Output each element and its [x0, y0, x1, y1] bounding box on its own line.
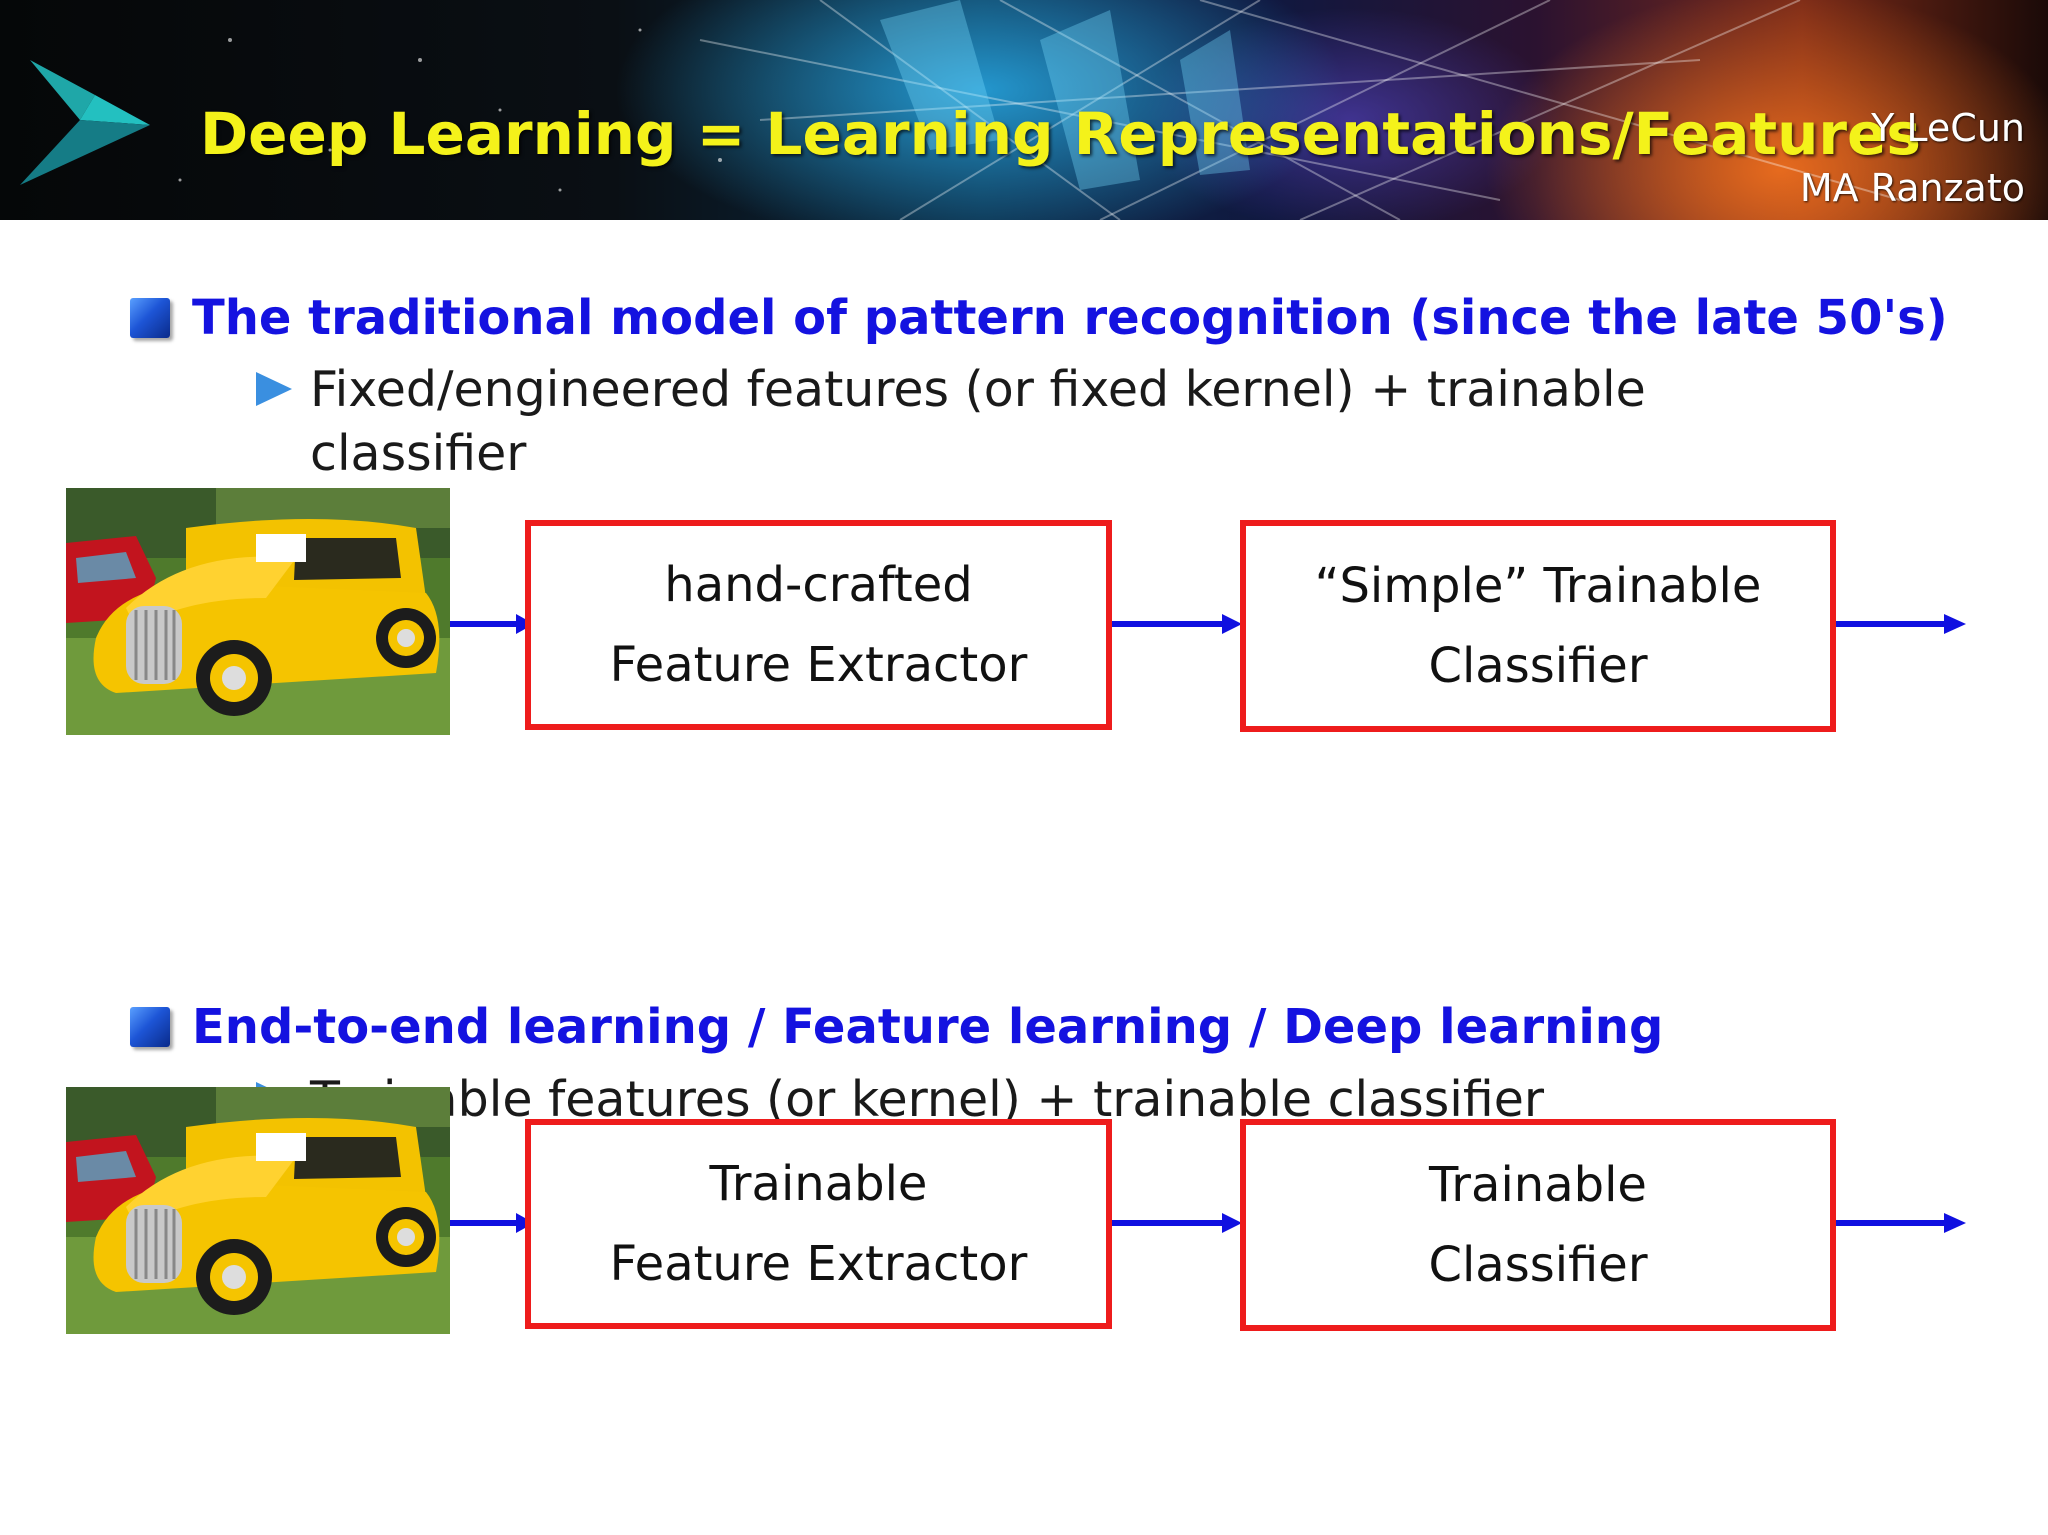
feature-extractor-box: Trainable Feature Extractor — [525, 1119, 1112, 1329]
slide-title: Deep Learning = Learning Representations… — [200, 100, 1700, 168]
bullet-square-icon — [130, 1007, 170, 1047]
arrow-right-icon — [450, 1211, 534, 1235]
bullet-triangle-icon — [256, 372, 292, 406]
box-label: “Simple” Trainable — [1315, 546, 1762, 626]
box-label: hand-crafted — [664, 545, 972, 625]
box-label: Trainable — [1429, 1145, 1647, 1225]
arrow-right-icon — [1836, 612, 1966, 636]
box-label: Feature Extractor — [610, 1224, 1028, 1304]
box-label: Classifier — [1428, 1225, 1647, 1305]
header-banner: Deep Learning = Learning Representations… — [0, 0, 2048, 220]
box-label: Feature Extractor — [610, 625, 1028, 705]
arrow-right-icon — [1836, 1211, 1966, 1235]
car-photo — [66, 1087, 450, 1334]
bullet-square-icon — [130, 298, 170, 338]
box-label: Classifier — [1428, 626, 1647, 706]
author-name: MA Ranzato — [1800, 166, 2025, 210]
box-label: Trainable — [710, 1144, 928, 1224]
section-heading: End-to-end learning / Feature learning /… — [192, 999, 1663, 1055]
car-photo — [66, 488, 450, 735]
arrow-right-icon — [450, 612, 534, 636]
feature-extractor-box: hand-crafted Feature Extractor — [525, 520, 1112, 730]
classifier-box: Trainable Classifier — [1240, 1119, 1836, 1331]
logo-arrow-icon — [20, 60, 150, 185]
arrow-right-icon — [1112, 612, 1242, 636]
author-name: Y LeCun — [1871, 106, 2025, 150]
section-heading: The traditional model of pattern recogni… — [192, 290, 1948, 346]
classifier-box: “Simple” Trainable Classifier — [1240, 520, 1836, 732]
arrow-right-icon — [1112, 1211, 1242, 1235]
section-subpoint: Fixed/engineered features (or fixed kern… — [310, 358, 1830, 486]
